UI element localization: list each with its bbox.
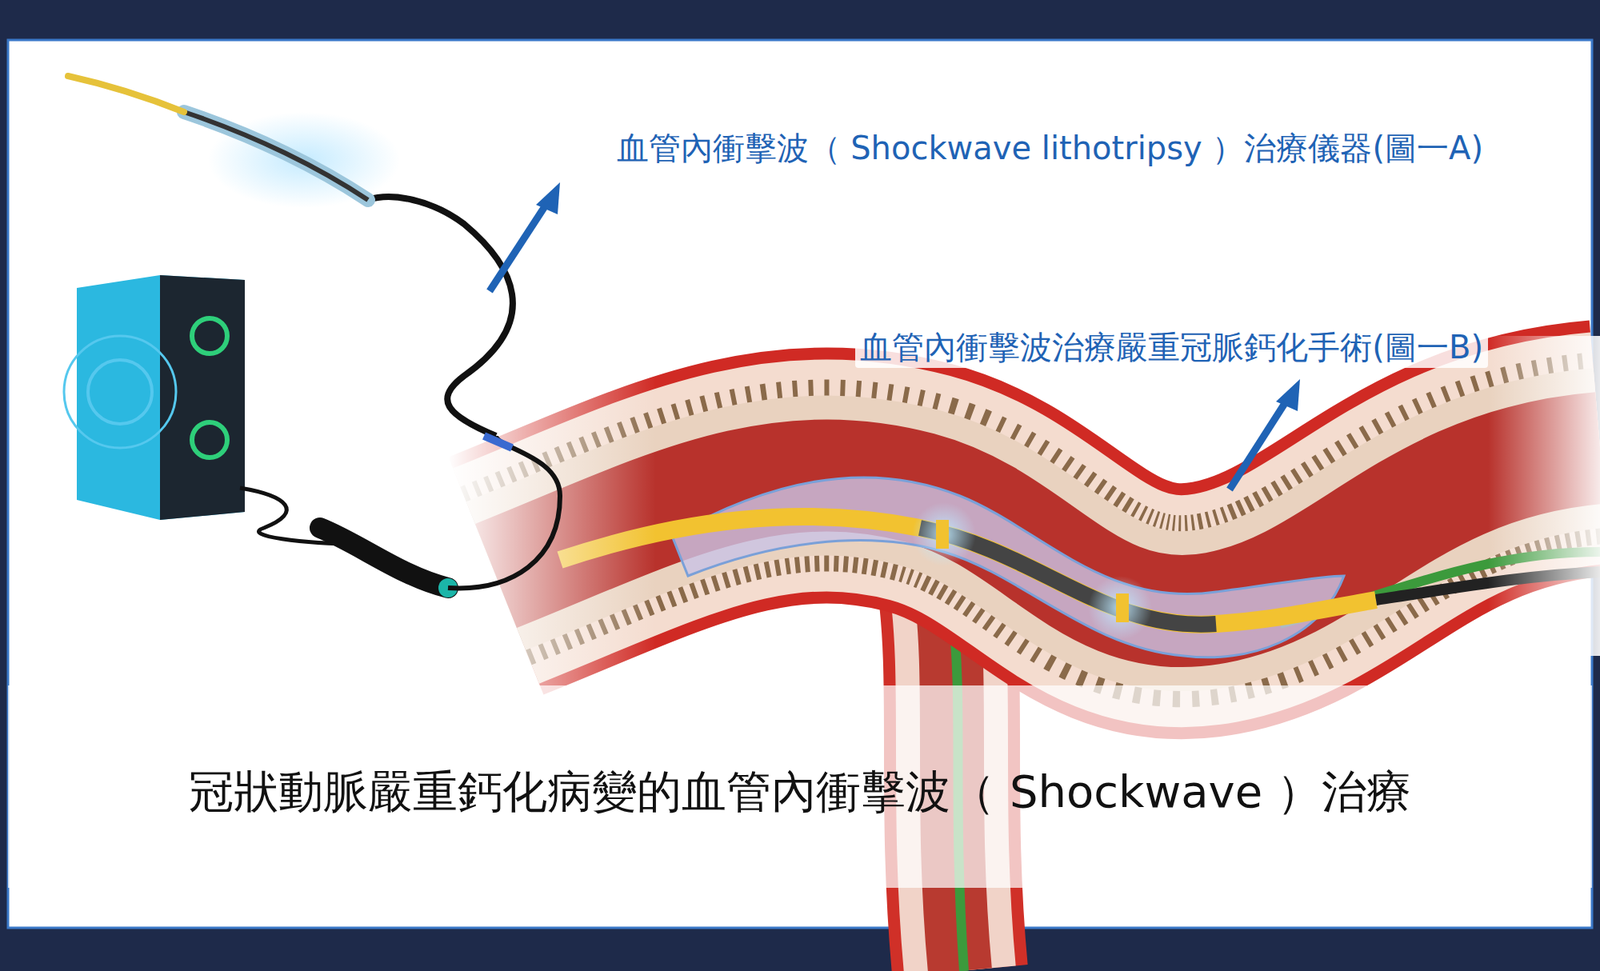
catheter (68, 76, 560, 598)
shockwave-generator (64, 275, 245, 520)
callout-label: 血管內衝擊波（ Shockwave lithotripsy ）治療儀器(圖一A) (612, 127, 1488, 169)
caption-text: 冠狀動脈嚴重鈣化病變的血管內衝擊波（ Shockwave ）治療 (0, 764, 1600, 819)
callout-label: 血管內衝擊波治療嚴重冠脈鈣化手術(圖一B) (855, 326, 1488, 368)
